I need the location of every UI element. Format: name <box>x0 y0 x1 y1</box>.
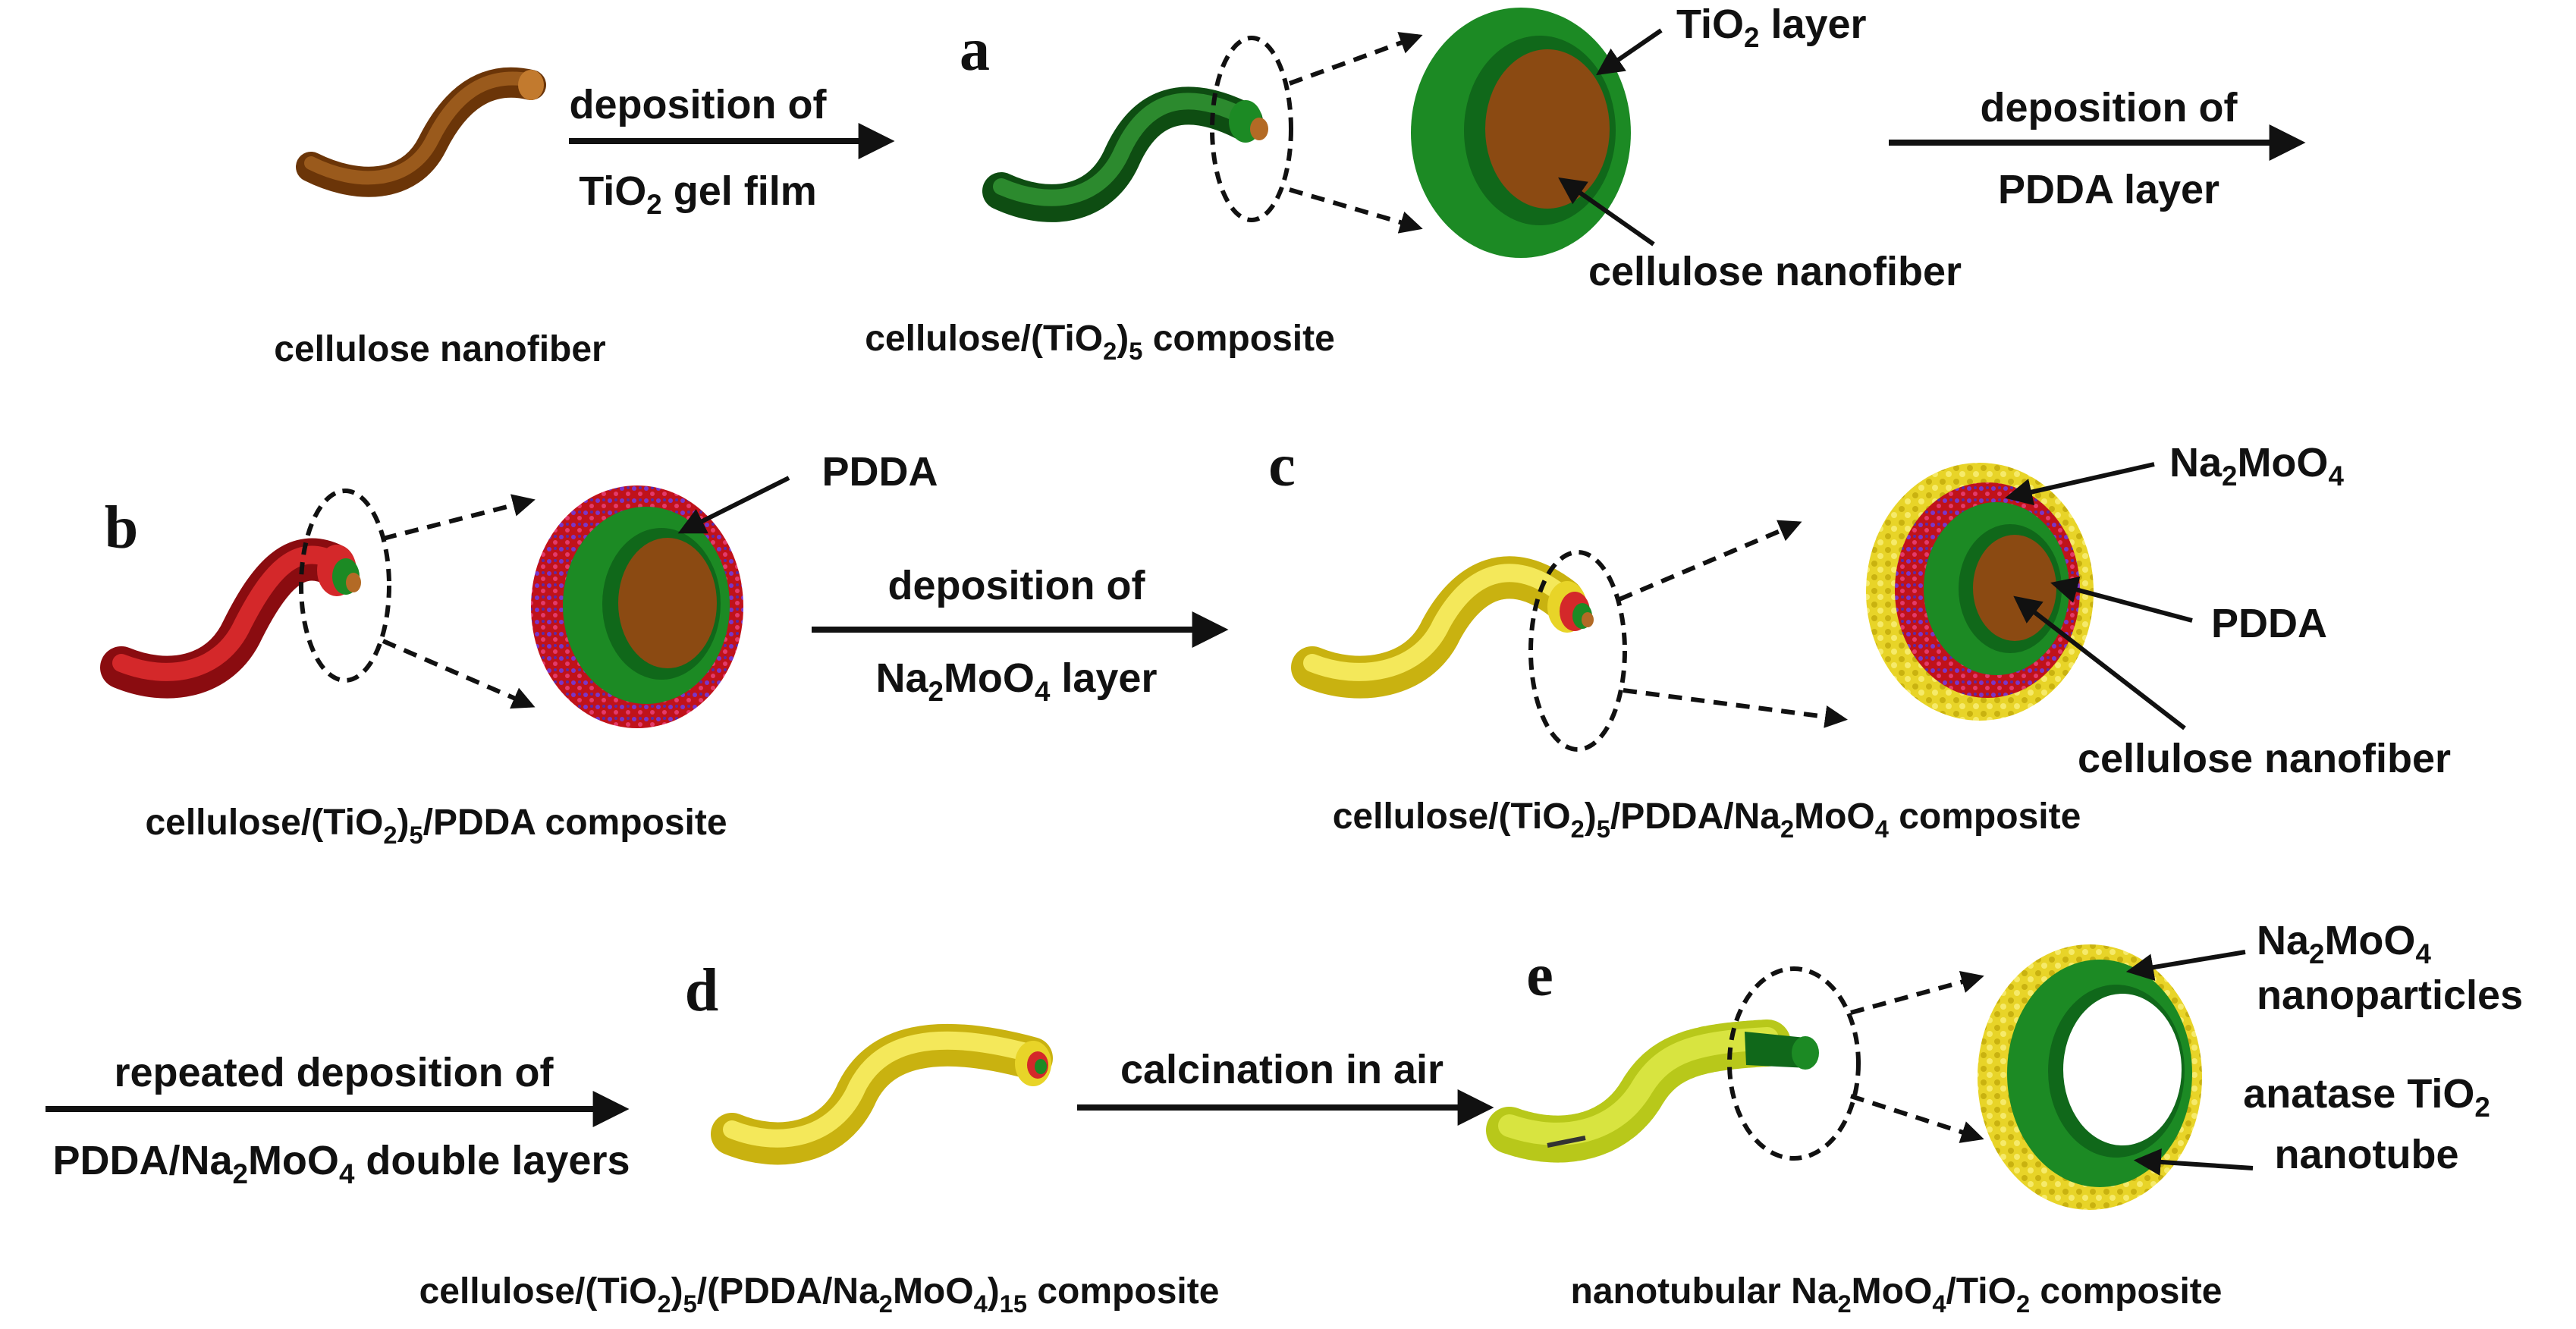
callout-arrow-cellulose-a <box>1558 177 1655 247</box>
caption-d: cellulose/(TiO2)5/(PDDA/Na2MoO4)15 compo… <box>419 1271 1220 1318</box>
zoom-arrow-b-top <box>382 494 536 541</box>
step-2-line2: PDDA layer <box>1998 167 2219 212</box>
nanotubular-fiber <box>1486 1020 1819 1163</box>
step-3-arrow: deposition of Na2MoO4 layer <box>812 563 1229 707</box>
step-2-line1: deposition of <box>1981 85 2238 130</box>
step-2-arrow: deposition of PDDA layer <box>1889 85 2306 212</box>
panel-letter-b: b <box>105 495 139 561</box>
step-1-arrow: deposition of TiO2 gel film <box>569 82 895 220</box>
caption-cellulose-nanofiber: cellulose nanofiber <box>274 329 605 369</box>
zoom-arrow-a-top <box>1288 32 1423 86</box>
zoom-circle-b <box>299 489 391 683</box>
caption-a: cellulose/(TiO2)5 composite <box>865 319 1335 365</box>
callout-tio2-layer: TiO2 layer <box>1676 2 1867 53</box>
zoom-arrow-c-bottom <box>1623 688 1848 728</box>
cross-section-a <box>1411 8 1631 258</box>
step-4-line2: PDDA/Na2MoO4 double layers <box>52 1138 630 1189</box>
zoom-circle-e <box>1727 966 1861 1161</box>
callout-arrow-namoo4-e <box>2125 950 2246 982</box>
tio2-coated-fiber <box>982 86 1268 222</box>
callout-namoo4-e: Na2MoO4 <box>2257 918 2431 969</box>
zoom-circle-c <box>1528 550 1627 752</box>
step-5-line1: calcination in air <box>1120 1047 1444 1092</box>
callout-pdda-c: PDDA <box>2211 601 2327 646</box>
step-3-line2: Na2MoO4 layer <box>876 655 1158 707</box>
zoom-arrow-e-top <box>1850 970 1984 1015</box>
step-3-line1: deposition of <box>888 563 1146 608</box>
step-4-arrow: repeated deposition of PDDA/Na2MoO4 doub… <box>46 1050 630 1189</box>
cellulose-nanofiber-fiber <box>296 67 546 197</box>
zoom-circle-a <box>1210 36 1293 222</box>
cross-section-b <box>531 485 743 728</box>
callout-namoo4-c: Na2MoO4 <box>2169 440 2344 492</box>
caption-c: cellulose/(TiO2)5/PDDA/Na2MoO4 composite <box>1333 796 2081 843</box>
panel-letter-c: c <box>1268 432 1296 499</box>
panel-letter-d: d <box>685 957 719 1024</box>
caption-e: nanotubular Na2MoO4/TiO2 composite <box>1571 1271 2223 1318</box>
zoom-arrow-b-bottom <box>382 639 536 709</box>
step-1-line2: TiO2 gel film <box>579 168 816 220</box>
zoom-arrow-e-bottom <box>1850 1094 1984 1143</box>
pdda-coated-fiber <box>100 538 361 699</box>
callout-arrow-cellulose-c <box>2013 595 2186 730</box>
callout-arrow-pdda-b <box>677 476 790 534</box>
callout-arrow-namoo4-c <box>2004 462 2155 506</box>
callout-nanotube: nanotube <box>2275 1132 2459 1177</box>
panel-letter-a: a <box>960 17 990 83</box>
step-4-line1: repeated deposition of <box>114 1050 554 1095</box>
callout-pdda-b: PDDA <box>821 449 938 495</box>
callout-arrow-tio2 <box>1596 28 1663 76</box>
callout-anatase-tio2: anatase TiO2 <box>2243 1071 2490 1123</box>
panel-letter-e: e <box>1526 942 1553 1009</box>
caption-b: cellulose/(TiO2)5/PDDA composite <box>145 803 727 849</box>
namoo4-coated-fiber <box>1291 556 1594 699</box>
callout-cellulose-nanofiber-a: cellulose nanofiber <box>1588 249 1962 294</box>
step-1-line1: deposition of <box>570 82 828 127</box>
zoom-arrow-a-bottom <box>1289 187 1423 234</box>
step-5-arrow: calcination in air <box>1077 1047 1494 1126</box>
callout-cellulose-nanofiber-c: cellulose nanofiber <box>2078 736 2451 781</box>
callout-arrow-anatase-e <box>2133 1148 2254 1176</box>
callout-nanoparticles-e: nanoparticles <box>2257 972 2523 1018</box>
cross-section-c <box>1866 463 2094 721</box>
cross-section-e <box>1978 944 2202 1210</box>
multilayer-coated-fiber <box>711 1023 1053 1165</box>
callout-arrow-pdda-c <box>2050 577 2193 623</box>
zoom-arrow-c-top <box>1618 520 1802 602</box>
